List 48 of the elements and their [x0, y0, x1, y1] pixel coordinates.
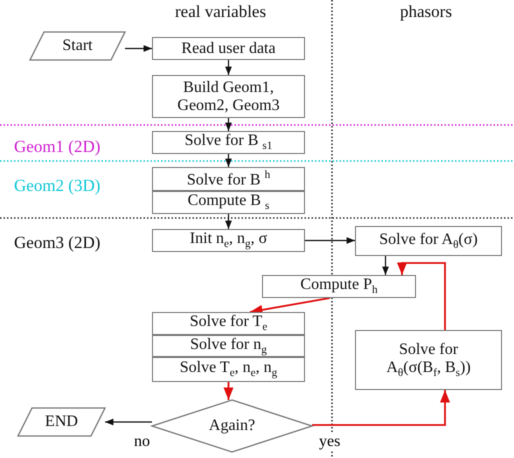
node-text: Compute B $_{s}$ — [188, 192, 270, 213]
node-text: END — [45, 413, 78, 431]
node-text: Solve for B $^{h}$ — [186, 169, 270, 189]
process-box — [152, 75, 305, 118]
process-box — [355, 226, 502, 256]
section-label: Geom3 (2D) — [14, 233, 100, 253]
arrow — [312, 390, 450, 426]
node-text: Compute P$_{h}$ — [300, 276, 378, 297]
arrow — [223, 382, 234, 400]
arrow — [225, 154, 232, 167]
node-text: Solve for B $_{s1}$ — [184, 132, 272, 153]
arrow — [225, 60, 232, 75]
node-text: Init n$_{e}$, n$_{g}$, σ — [190, 230, 268, 251]
arrow — [225, 214, 232, 229]
node-text: Solve for A$_{θ}$(σ) — [379, 230, 478, 252]
decision-diamond — [152, 400, 312, 452]
node-text: Solve for n$_{g}$ — [190, 336, 267, 356]
node-text: Solve for A$_{θ}$(σ(B$_{f}$, B$_{s}$)) — [385, 340, 472, 380]
arrow — [225, 118, 232, 131]
section-label: Geom2 (3D) — [14, 176, 100, 196]
edge-label: yes — [318, 434, 342, 450]
arrow — [382, 256, 389, 275]
section-label: Geom1 (2D) — [14, 137, 100, 157]
node-text: Build Geom1, Geom2, Geom3 — [176, 78, 281, 114]
node-text: Solve for T$_{e}$ — [190, 313, 268, 334]
process-box — [152, 312, 305, 335]
process-box — [152, 37, 305, 60]
arrow — [305, 237, 355, 244]
process-box — [152, 335, 305, 357]
node-text: Read user data — [181, 40, 276, 58]
process-box — [152, 131, 305, 154]
node-text: Again? — [208, 417, 256, 435]
process-box — [152, 357, 305, 382]
process-box — [152, 191, 305, 214]
process-box — [262, 275, 416, 298]
arrow — [396, 262, 446, 330]
arrow — [250, 297, 330, 315]
process-box — [152, 229, 305, 252]
io-parallelogram — [30, 32, 125, 60]
arrow — [105, 418, 152, 426]
io-parallelogram — [18, 408, 105, 436]
arrow — [125, 45, 152, 52]
node-text: Start — [62, 37, 93, 55]
node-text: Solve T$_{e}$, n$_{e}$, n$_{g}$ — [180, 359, 278, 380]
column-heading: real variables — [175, 2, 266, 22]
column-heading: phasors — [400, 2, 452, 22]
process-box — [152, 167, 305, 191]
process-box — [355, 330, 502, 390]
